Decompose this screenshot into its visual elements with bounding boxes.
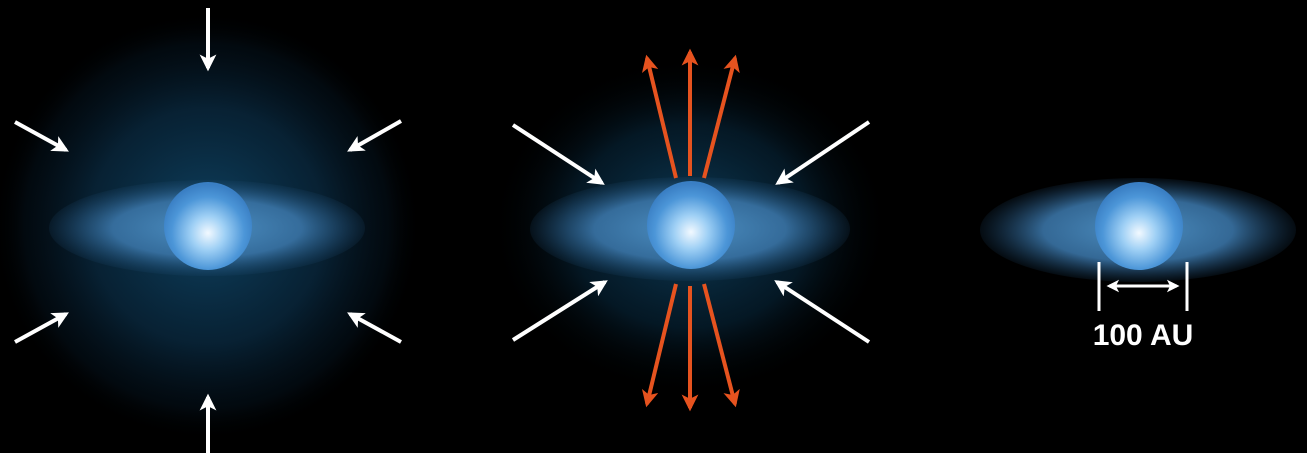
protostar bbox=[1095, 182, 1183, 270]
panel-collapsing-envelope bbox=[0, 8, 422, 453]
protostar bbox=[164, 182, 252, 270]
scale-label: 100 AU bbox=[1093, 319, 1194, 352]
protostar bbox=[647, 181, 735, 269]
panel-bipolar-outflow bbox=[490, 52, 890, 408]
panel-disk-remnant: 100 AU bbox=[980, 178, 1296, 352]
